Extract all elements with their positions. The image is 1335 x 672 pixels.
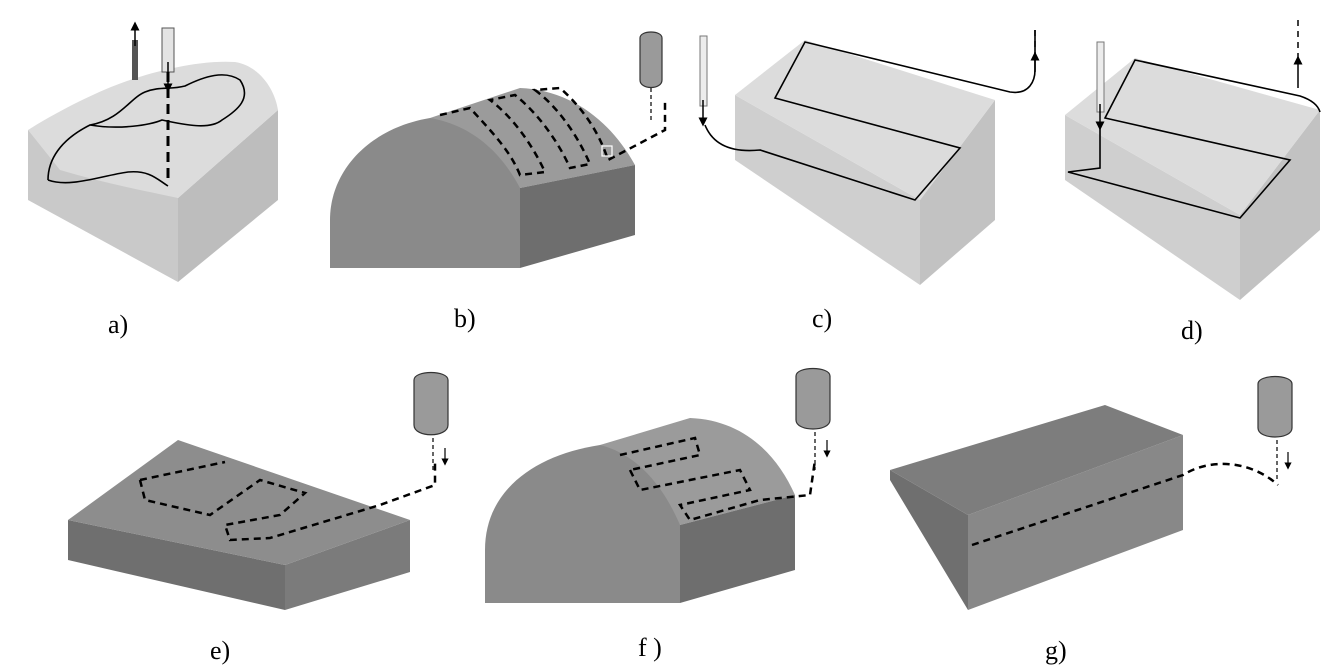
panel-e-toolpath bbox=[138, 460, 437, 542]
panel-e-block-side bbox=[285, 520, 410, 610]
panel-f-block-side bbox=[680, 495, 795, 603]
panel-b-cylinder-front bbox=[330, 118, 520, 268]
panel-f-cylinder-front bbox=[485, 440, 680, 603]
panel-b-toolpath bbox=[439, 86, 667, 177]
panel-d-toolpath bbox=[1067, 59, 1321, 219]
panel-label-d: d) bbox=[1181, 316, 1203, 345]
panel-d bbox=[1065, 20, 1321, 300]
panel-g-block-side bbox=[968, 435, 1183, 610]
panel-f-toolpath bbox=[619, 436, 817, 522]
panel-a-block-side bbox=[178, 110, 278, 282]
panel-g-block-top bbox=[890, 405, 1183, 515]
end-mill-tool-icon bbox=[795, 367, 831, 430]
panel-c-block-front bbox=[735, 95, 920, 285]
panel-e-block-top bbox=[68, 440, 410, 565]
panel-d-block-side bbox=[1240, 110, 1320, 300]
panel-d-block-front bbox=[1065, 115, 1240, 300]
panel-g-block-front bbox=[890, 470, 968, 610]
panel-c-toolpath bbox=[704, 30, 1036, 201]
panel-a-pocket-contour bbox=[47, 74, 246, 187]
panel-c-block-top bbox=[735, 40, 995, 200]
panel-c bbox=[698, 30, 1040, 285]
panel-label-a: a) bbox=[108, 310, 129, 339]
panel-d-block-top bbox=[1065, 58, 1320, 215]
panel-f-cylinder-top bbox=[600, 418, 795, 525]
panel-d-plunge-bar bbox=[1096, 41, 1105, 113]
panel-f bbox=[485, 367, 831, 603]
panel-g-toolpath bbox=[971, 462, 1279, 547]
panel-label-g: g) bbox=[1045, 636, 1067, 665]
panel-c-block-side bbox=[920, 100, 995, 285]
panel-e bbox=[68, 371, 449, 610]
end-mill-tool-icon bbox=[413, 371, 449, 436]
panel-b bbox=[330, 31, 667, 268]
panel-label-e: e) bbox=[210, 636, 231, 665]
end-mill-tool-icon bbox=[1257, 375, 1293, 438]
panel-label-f: f ) bbox=[638, 633, 662, 662]
end-mill-tool-icon bbox=[639, 31, 663, 89]
panel-a-block-top bbox=[28, 61, 278, 198]
panel-label-c: c) bbox=[812, 304, 833, 333]
panel-g bbox=[890, 375, 1293, 610]
panel-label-b: b) bbox=[454, 304, 476, 333]
panel-c-plunge-bar bbox=[699, 35, 708, 107]
panel-a bbox=[28, 21, 278, 282]
panel-e-block-front bbox=[68, 520, 285, 610]
panel-b-block-side bbox=[520, 165, 635, 268]
panel-a-retract-bar bbox=[132, 40, 138, 80]
panel-b-entry-marker bbox=[601, 145, 613, 157]
